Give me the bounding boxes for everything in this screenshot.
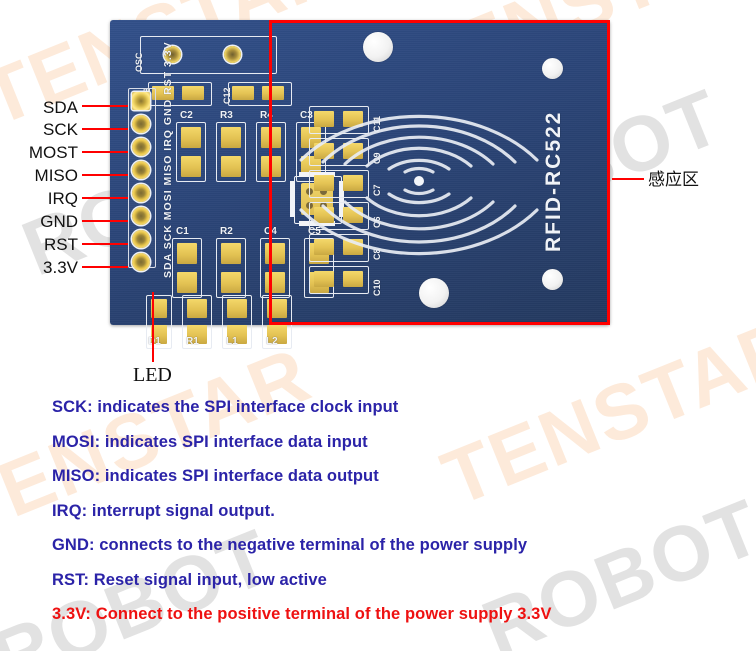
callout-line-rst bbox=[82, 243, 128, 245]
silk-c2: C2 bbox=[180, 110, 193, 121]
silk-c3: C3 bbox=[300, 110, 313, 121]
callout-label-sensing-area: 感应区 bbox=[648, 170, 699, 189]
smd-c12 bbox=[228, 82, 292, 106]
ic-pin-row-right bbox=[339, 181, 344, 217]
smd-l2 bbox=[262, 295, 292, 349]
callout-label-irq: IRQ bbox=[47, 189, 78, 208]
smd-c2 bbox=[176, 122, 206, 182]
mounting-hole bbox=[419, 278, 449, 308]
ic-pin-row-left bbox=[290, 181, 295, 217]
pin-pad-rst[interactable] bbox=[132, 230, 150, 248]
silk-r4: R4 bbox=[260, 110, 273, 121]
callout-label-sck: SCK bbox=[43, 120, 78, 139]
desc-line-miso: MISO: indicates SPI interface data outpu… bbox=[52, 467, 379, 485]
pin-pad-sda[interactable] bbox=[132, 92, 150, 110]
osc-pad bbox=[164, 46, 181, 63]
desc-line-3v3: 3.3V: Connect to the positive terminal o… bbox=[52, 605, 552, 623]
mounting-hole bbox=[363, 32, 393, 62]
silk-r2: R2 bbox=[220, 226, 233, 237]
silk-d1: D1 bbox=[148, 336, 161, 347]
smd-c10 bbox=[309, 266, 369, 294]
smd-c1 bbox=[172, 238, 202, 298]
silk-l2: L2 bbox=[266, 336, 278, 347]
pin-pad-irq[interactable] bbox=[132, 184, 150, 202]
pin-pad-miso[interactable] bbox=[132, 161, 150, 179]
desc-line-mosi: MOSI: indicates SPI interface data input bbox=[52, 432, 368, 451]
smd-r2 bbox=[216, 238, 246, 298]
callout-label-miso: MISO bbox=[34, 166, 78, 185]
ic-pin-row-top bbox=[299, 172, 335, 177]
desc-line-rst: RST: Reset signal input, low active bbox=[52, 570, 327, 589]
silk-r1: R1 bbox=[186, 336, 199, 347]
board-photo: OSC C13 C12 SDA SCK MOSI MISO IRQ GND RS… bbox=[28, 20, 699, 386]
callout-line-miso bbox=[82, 174, 128, 176]
pin-pad-mosi[interactable] bbox=[132, 138, 150, 156]
callout-label-3v3: 3.3V bbox=[43, 258, 78, 277]
callout-line-sensing-area bbox=[612, 178, 644, 180]
desc-line-irq: IRQ: interrupt signal output. bbox=[52, 501, 275, 520]
smd-r3 bbox=[216, 122, 246, 182]
desc-line-sck: SCK: indicates the SPI interface clock i… bbox=[52, 398, 399, 416]
pin-pad-gnd[interactable] bbox=[132, 207, 150, 225]
callout-label-gnd: GND bbox=[40, 212, 78, 231]
pcb-board: OSC C13 C12 SDA SCK MOSI MISO IRQ GND RS… bbox=[110, 20, 610, 349]
sensing-area-highlight bbox=[269, 20, 610, 325]
silk-osc: OSC bbox=[134, 52, 144, 72]
desc-line-gnd: GND: connects to the negative terminal o… bbox=[52, 536, 528, 554]
callout-label-sda: SDA bbox=[43, 98, 78, 117]
callout-line-gnd bbox=[82, 220, 128, 222]
callout-line-sck bbox=[82, 128, 128, 130]
callout-line-led bbox=[152, 292, 154, 362]
silk-l1: L1 bbox=[226, 336, 238, 347]
mounting-hole bbox=[542, 269, 563, 290]
silk-c1: C1 bbox=[176, 226, 189, 237]
callout-line-3v3 bbox=[82, 266, 128, 268]
callout-label-rst: RST bbox=[44, 235, 78, 254]
pin-pad-sck[interactable] bbox=[132, 115, 150, 133]
smd-c7 bbox=[309, 170, 369, 198]
silk-c12: C12 bbox=[222, 87, 232, 104]
antenna-coil bbox=[283, 22, 608, 322]
osc-pad bbox=[224, 46, 241, 63]
pin-pad-3v3[interactable] bbox=[132, 253, 150, 271]
smd-r1 bbox=[182, 295, 212, 349]
callout-line-mosi bbox=[82, 151, 128, 153]
callout-line-irq bbox=[82, 197, 128, 199]
callout-label-led: LED bbox=[133, 364, 172, 386]
silk-r3: R3 bbox=[220, 110, 233, 121]
callout-label-mosi: MOST bbox=[28, 143, 78, 162]
silk-c5: C5 bbox=[308, 226, 321, 237]
smd-l1 bbox=[222, 295, 252, 349]
mounting-hole bbox=[542, 58, 563, 79]
osc-connector bbox=[140, 36, 277, 74]
pin-description-list: SCK: indicates the SPI interface clock i… bbox=[52, 398, 742, 640]
smd-c13 bbox=[148, 82, 212, 106]
smd-d1 bbox=[146, 295, 172, 349]
callout-line-sda bbox=[82, 105, 128, 107]
